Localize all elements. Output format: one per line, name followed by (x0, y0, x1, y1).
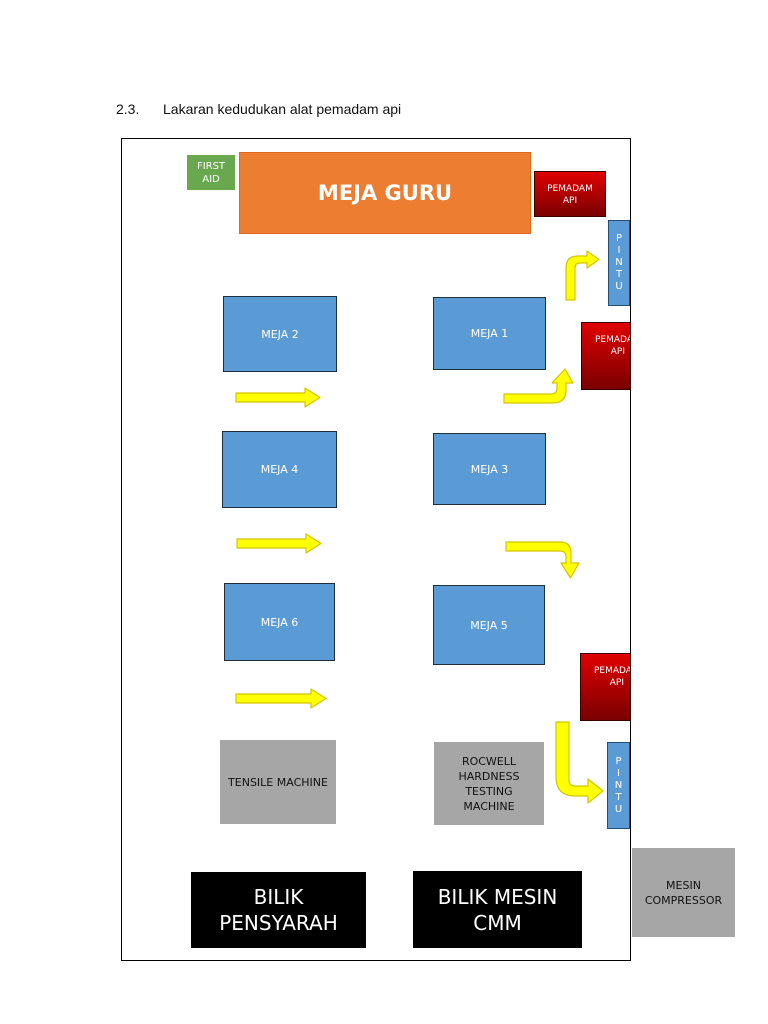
table-label: MEJA 5 (470, 618, 508, 632)
machine-label: MESIN COMPRESSOR (644, 878, 723, 907)
fire-extinguisher-top: PEMADAM API (534, 171, 606, 217)
rocwell-hardness-machine: ROCWELL HARDNESS TESTING MACHINE (434, 742, 544, 825)
door-bottom: P I N T U (607, 742, 630, 829)
table-meja-5: MEJA 5 (433, 585, 545, 665)
compressor-machine: MESIN COMPRESSOR (632, 848, 735, 937)
table-meja-1: MEJA 1 (433, 297, 546, 370)
table-label: MEJA 2 (261, 327, 299, 341)
table-meja-2: MEJA 2 (223, 296, 337, 372)
teacher-desk: MEJA GURU (239, 152, 531, 234)
section-title: Lakaran kedudukan alat pemadam api (163, 101, 402, 117)
table-meja-4: MEJA 4 (222, 431, 337, 508)
door-top: P I N T U (608, 220, 630, 306)
machine-label: TENSILE MACHINE (228, 775, 328, 789)
table-label: MEJA 4 (260, 463, 299, 476)
room-pensyarah: BILIK PENSYARAH (191, 872, 366, 948)
first-aid-label: FIRST AID (196, 160, 226, 185)
arrow-right-icon (235, 387, 321, 408)
arrow-bent-right-down-icon (505, 541, 580, 579)
fire-extinguisher-label: PEMADAM API (547, 184, 593, 206)
table-label: MEJA 3 (470, 462, 509, 476)
tensile-machine: TENSILE MACHINE (220, 740, 336, 824)
teacher-desk-label: MEJA GURU (317, 181, 453, 205)
fire-extinguisher-bottom: PEMADAM API (580, 653, 631, 721)
table-meja-6: MEJA 6 (224, 583, 335, 661)
door-label: P I N T U (614, 755, 623, 815)
arrow-bent-up-right-icon (565, 250, 600, 301)
machine-label: ROCWELL HARDNESS TESTING MACHINE (458, 754, 520, 813)
room-label: BILIK MESIN CMM (437, 884, 558, 935)
table-label: MEJA 1 (470, 327, 509, 340)
arrow-right-icon (236, 533, 322, 554)
fire-extinguisher-label: PEMADAM API (594, 666, 630, 688)
arrow-right-icon (235, 688, 327, 709)
table-meja-3: MEJA 3 (433, 433, 546, 505)
fire-extinguisher-label: PEMADAM API (595, 335, 630, 357)
arrow-bent-down-right-icon (555, 721, 604, 804)
section-number: 2.3. (116, 101, 140, 117)
arrow-bent-right-up-icon (503, 368, 574, 404)
first-aid-box: FIRST AID (187, 155, 235, 190)
room-label: BILIK PENSYARAH (219, 885, 338, 935)
room-mesin-cmm: BILIK MESIN CMM (413, 871, 582, 948)
table-label: MEJA 6 (260, 615, 299, 629)
door-label: P I N T U (615, 233, 623, 292)
fire-extinguisher-middle: PEMADAM API (581, 322, 631, 390)
